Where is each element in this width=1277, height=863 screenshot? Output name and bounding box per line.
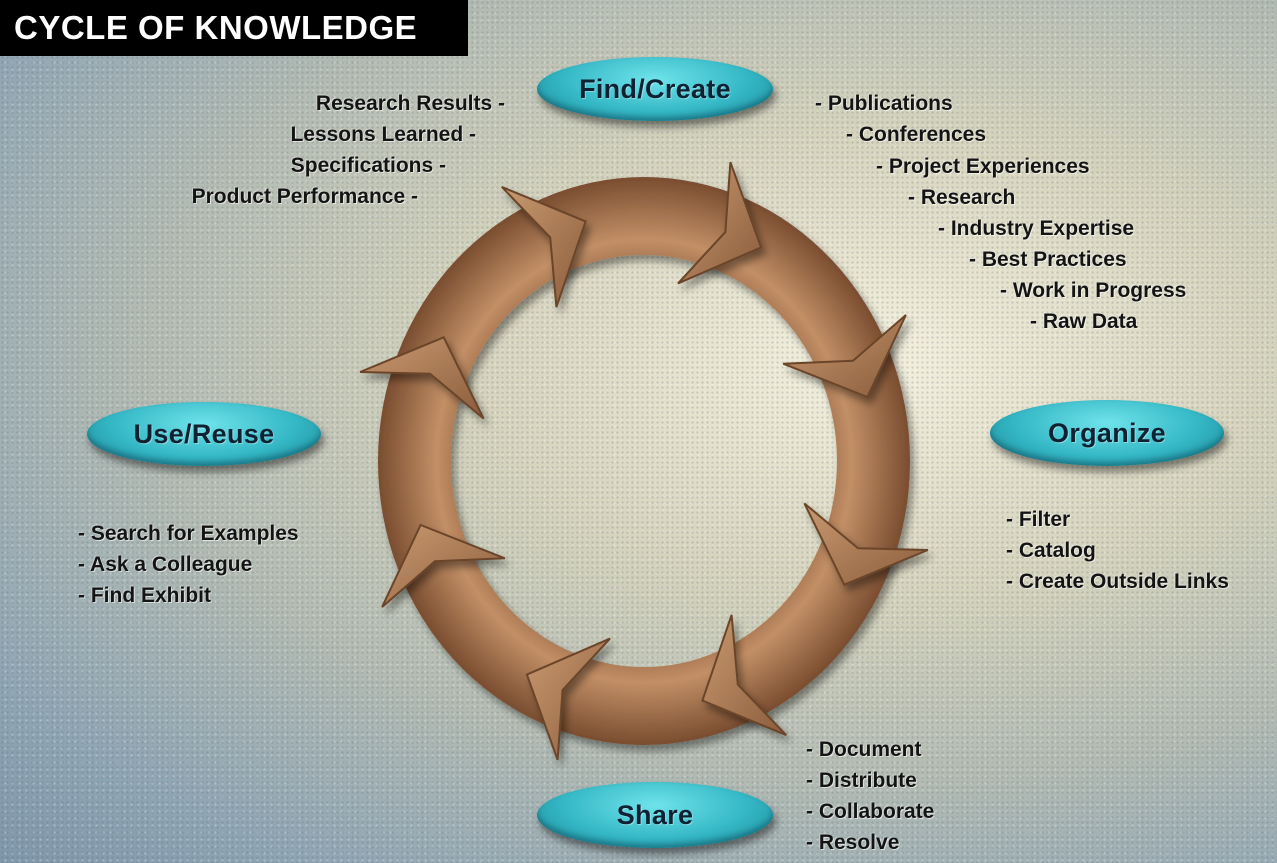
cycle-arrowhead xyxy=(381,523,506,608)
list-item: - Create Outside Links xyxy=(1006,570,1229,593)
stage-organize: Organize xyxy=(990,400,1224,466)
list-item: - Filter xyxy=(1006,508,1071,531)
list-item: Lessons Learned - xyxy=(290,123,476,146)
stage-use-reuse: Use/Reuse xyxy=(87,402,321,466)
cycle-arrowhead xyxy=(701,614,787,737)
list-item: - Project Experiences xyxy=(876,155,1090,178)
list-item: - Find Exhibit xyxy=(78,584,211,607)
list-item: - Distribute xyxy=(806,769,917,792)
list-item: - Resolve xyxy=(806,831,900,854)
cycle-arrowhead xyxy=(803,502,929,586)
list-item: - Search for Examples xyxy=(78,522,299,545)
stage-share: Share xyxy=(537,782,773,848)
list-item: - Catalog xyxy=(1006,539,1096,562)
stage-organize-label: Organize xyxy=(1048,417,1166,448)
list-item: - Collaborate xyxy=(806,800,935,823)
list-item: Product Performance - xyxy=(191,185,418,208)
cycle-arrowhead xyxy=(525,637,611,761)
list-item: - Industry Expertise xyxy=(938,217,1135,240)
cycle-arrowhead xyxy=(677,161,763,285)
stage-use-reuse-label: Use/Reuse xyxy=(133,418,275,449)
stage-share-label: Share xyxy=(616,799,694,830)
list-item: - Document xyxy=(806,738,922,761)
list-item: - Work in Progress xyxy=(1000,279,1187,302)
ring-band xyxy=(378,177,910,745)
list-item: - Raw Data xyxy=(1030,310,1138,333)
list-item: - Ask a Colleague xyxy=(78,553,253,576)
title-banner: CYCLE OF KNOWLEDGE xyxy=(0,0,468,56)
list-item: - Conferences xyxy=(846,123,987,146)
list-item: - Best Practices xyxy=(969,248,1127,271)
stage-find-create-label: Find/Create xyxy=(579,73,731,104)
cycle-arrowhead xyxy=(782,314,907,399)
list-item: - Research xyxy=(908,186,1016,209)
list-item: - Publications xyxy=(815,92,953,115)
list-item: Research Results - xyxy=(315,92,505,115)
page-title: CYCLE OF KNOWLEDGE xyxy=(14,9,418,46)
cycle-arrowhead xyxy=(359,336,485,420)
stage-find-create: Find/Create xyxy=(537,57,773,121)
cycle-arrowhead xyxy=(501,185,587,308)
list-item: Specifications - xyxy=(290,154,446,177)
